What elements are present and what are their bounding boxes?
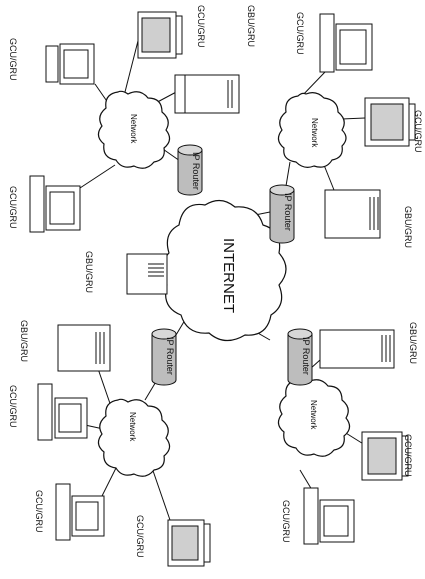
internet-label: INTERNET: [220, 238, 237, 313]
ip-router-bottom-left: IP Router: [151, 328, 177, 386]
router-label: IP Router: [191, 152, 201, 190]
server-icon: [57, 324, 111, 372]
router-label: IP Router: [283, 193, 293, 231]
network-cloud-bottom-right: Network: [277, 378, 351, 457]
gcu-label: GCU/GRU: [135, 515, 145, 558]
gcu-label: GCU/GRU: [34, 490, 44, 533]
workstation-icon: [319, 13, 373, 73]
gcu-label: GCU/GRU: [196, 5, 206, 48]
gcu-label: GCU/GRU: [295, 12, 305, 55]
server-icon: [319, 329, 395, 369]
network-cloud-bottom-left: Network: [97, 398, 171, 477]
network-label: Network: [129, 114, 138, 144]
gbu-label: GBU/GRU: [408, 322, 418, 364]
network-label: Network: [309, 400, 318, 430]
gcu-label: GCU/GRU: [403, 434, 413, 477]
gcu-label: GCU/GRU: [8, 385, 18, 428]
gbu-label: GBU/GRU: [246, 5, 256, 47]
ip-router-bottom-right: IP Router: [287, 328, 313, 386]
workstation-icon: [361, 431, 409, 481]
router-label: IP Router: [165, 337, 175, 375]
ip-router-top-right: IP Router: [269, 184, 295, 244]
network-cloud-top-right: Network: [277, 92, 347, 168]
gcu-label: GCU/GRU: [8, 186, 18, 229]
workstation-icon: [37, 383, 88, 441]
gbu-label: GBU/GRU: [19, 320, 29, 362]
network-cloud-top-left: Network: [97, 90, 171, 169]
workstation-icon: [303, 487, 355, 545]
workstation-icon: [45, 43, 95, 85]
router-label: IP Router: [301, 337, 311, 375]
workstation-icon: [55, 483, 105, 541]
gcu-label: GCU/GRU: [8, 38, 18, 81]
gcu-label: GCU/GRU: [413, 110, 423, 153]
network-label: Network: [310, 118, 319, 148]
device-labels: GCU/GRU GBU/GRU GCU/GRU GCU/GRU GBU/GRU …: [8, 5, 423, 558]
server-icon: [174, 74, 240, 114]
workstation-icon: [29, 175, 81, 233]
server-icon: [126, 253, 168, 295]
workstation-icon: [364, 97, 416, 147]
internet-cloud: INTERNET: [160, 199, 287, 342]
gbu-label: GBU/GRU: [84, 251, 94, 293]
workstation-icon: [137, 11, 183, 59]
gcu-label: GCU/GRU: [281, 500, 291, 543]
network-label: Network: [128, 412, 137, 442]
ip-router-top-left: IP Router: [177, 144, 203, 196]
server-icon: [324, 189, 381, 239]
workstation-icon: [167, 519, 211, 567]
gbu-label: GBU/GRU: [403, 206, 413, 248]
